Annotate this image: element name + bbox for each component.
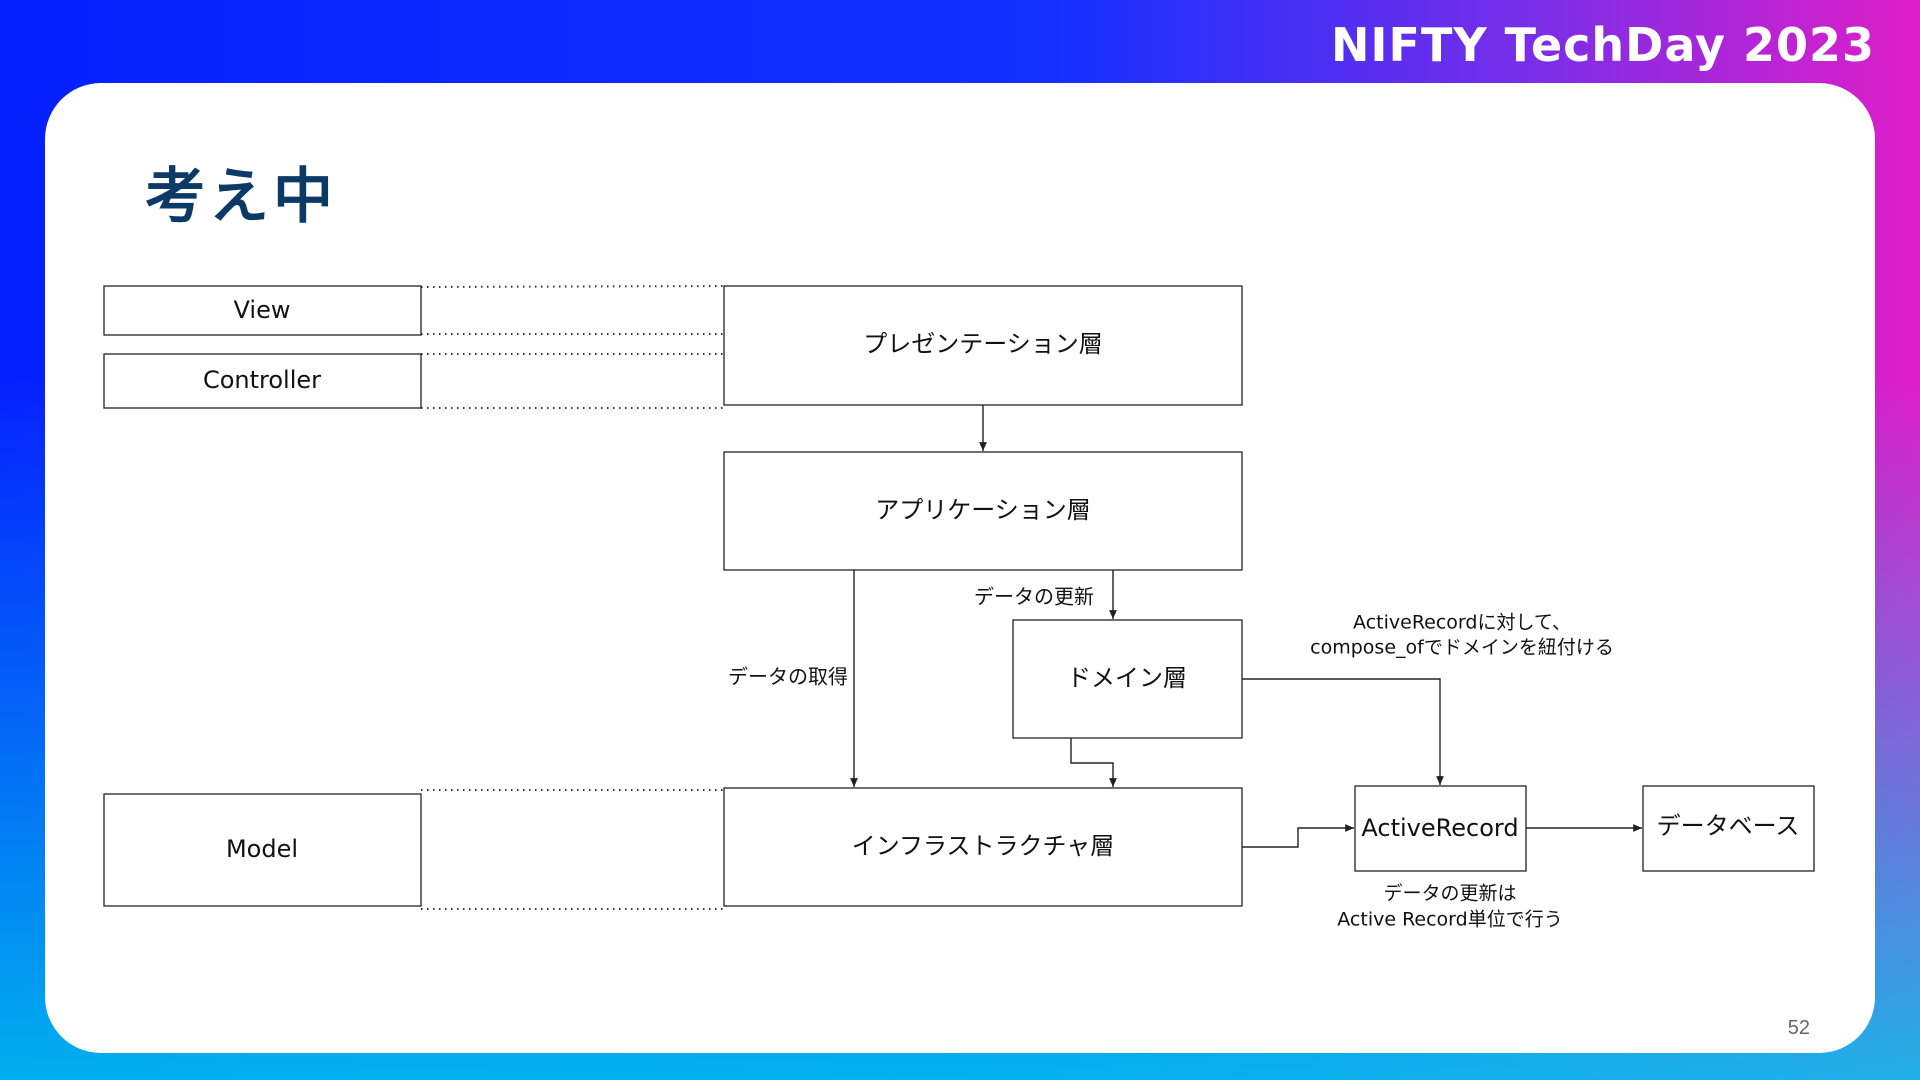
arrow-domain-to-infrastructure bbox=[1070, 738, 1117, 787]
application-layer-label: アプリケーション層 bbox=[875, 496, 1091, 524]
page-number: 52 bbox=[1787, 1017, 1810, 1039]
database-box: データベース bbox=[1642, 785, 1815, 872]
model-label: Model bbox=[226, 835, 298, 863]
fetch-edge-label: データの取得 bbox=[728, 665, 848, 689]
application-layer-box: アプリケーション層 bbox=[723, 451, 1243, 571]
compose-note-line1: ActiveRecordに対して、 bbox=[1353, 612, 1571, 634]
dotted-connectors bbox=[420, 285, 725, 910]
unit-note-line2: Active Record単位で行う bbox=[1337, 909, 1562, 931]
view-label: View bbox=[234, 296, 291, 324]
database-label: データベース bbox=[1657, 812, 1800, 840]
compose-note-line2: compose_ofでドメインを紐付ける bbox=[1310, 637, 1614, 659]
activerecord-box: ActiveRecord bbox=[1354, 785, 1527, 872]
model-box: Model bbox=[103, 793, 422, 907]
activerecord-label: ActiveRecord bbox=[1361, 814, 1518, 842]
unit-note-line1: データの更新は bbox=[1383, 883, 1516, 905]
infrastructure-layer-box: インフラストラクチャ層 bbox=[723, 787, 1243, 907]
domain-layer-box: ドメイン層 bbox=[1012, 619, 1243, 739]
update-edge-label: データの更新 bbox=[974, 585, 1094, 609]
arrows bbox=[850, 405, 1642, 848]
controller-label: Controller bbox=[203, 366, 321, 394]
view-box: View bbox=[103, 285, 422, 336]
arrow-infrastructure-to-activerecord bbox=[1242, 824, 1354, 848]
presentation-layer-label: プレゼンテーション層 bbox=[863, 330, 1103, 358]
domain-layer-label: ドメイン層 bbox=[1067, 664, 1187, 692]
brand-logo: NIFTY TechDay 2023 bbox=[1330, 18, 1875, 72]
slide-title: 考え中 bbox=[145, 162, 337, 232]
presentation-layer-box: プレゼンテーション層 bbox=[723, 285, 1243, 406]
arrow-domain-to-activerecord bbox=[1242, 678, 1444, 785]
controller-box: Controller bbox=[103, 353, 422, 409]
infrastructure-layer-label: インフラストラクチャ層 bbox=[852, 832, 1115, 860]
